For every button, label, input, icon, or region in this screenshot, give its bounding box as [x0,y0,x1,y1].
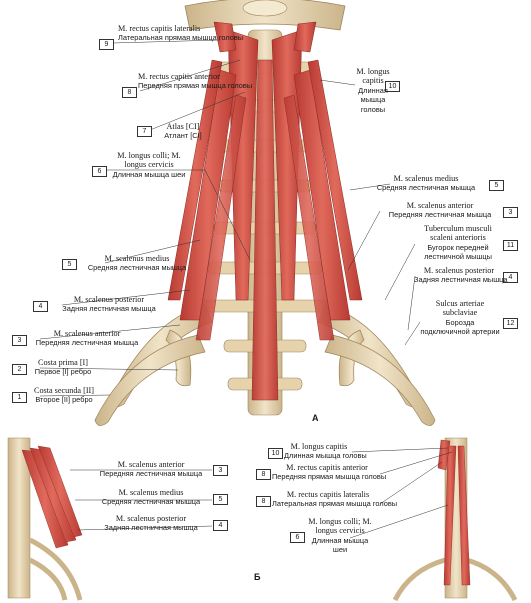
label-number: 3 [213,465,228,476]
label-latin: M. scalenus medius [393,174,459,183]
label-latin: M. scalenus anterior [53,329,121,338]
label-russian: Бугорок передней лестничной мышцы [424,242,492,262]
label-latin: M. longus capitis [290,442,348,451]
label-number: 4 [33,301,48,312]
label-latin: M. scalenus anterior [406,201,474,210]
label-russian: Борозда подключичной артерии [420,317,500,337]
label-latin: Atlas [CI] [166,122,200,131]
label-number: 7 [137,126,152,137]
label-number: 8 [122,87,137,98]
label-russian: Передняя прямая мышца головы [138,81,253,91]
label-latin: Tuberculum musculi scaleni anterioris [424,224,492,243]
panel-marker-b: Б [254,572,261,582]
label-russian: Длинная мышца шеи [112,169,186,179]
label-latin: M. rectus capitis anterior [286,463,368,472]
mini-figure-right [349,437,518,602]
label-number: 11 [503,240,518,251]
label-number: 3 [503,207,518,218]
label-russian: Второе [II] ребро [35,395,93,405]
skull-base [184,0,346,31]
label-russian: Передняя лестничная мышца [99,469,203,479]
label-russian: Передняя лестничная мышца [388,210,492,220]
label-number: 5 [62,259,77,270]
label-number: 1 [12,392,27,403]
label-russian: Средняя лестничная мышца [87,263,187,273]
label-latin: M. rectus capitis lateralis [118,24,201,33]
label-russian: Длинная мышца головы [284,451,367,461]
label-number: 5 [489,180,504,191]
label-russian: Средняя лестничная мышца [376,183,476,193]
label-latin: M. scalenus anterior [117,460,185,469]
leader-lines [39,39,421,397]
label-latin: M. rectus capitis lateralis [286,490,370,499]
label-russian: Длинная мышца шеи [311,535,369,555]
label-number: 3 [12,335,27,346]
label-latin: M. scalenus medius [104,254,170,263]
label-latin: M. longus colli; M. longus cervicis [308,517,372,536]
label-number: 10 [268,448,283,459]
label-latin: Sulcus arteriae subclaviae [435,299,485,318]
label-latin: M. scalenus posterior [73,295,145,304]
muscles-main [167,21,363,401]
label-number: 6 [290,532,305,543]
label-latin: M. rectus capitis anterior [138,72,220,81]
label-latin: M. longus capitis [356,67,390,86]
label-latin: Costa prima [I] [37,358,89,367]
label-number: 4 [503,272,518,283]
label-number: 5 [213,494,228,505]
label-number: 4 [213,520,228,531]
label-russian: Передняя прямая мышца головы [272,472,387,482]
panel-marker-a: А [312,413,319,423]
label-russian: Передняя лестничная мышца [35,338,139,348]
label-russian: Латеральная прямая мышца головы [118,33,244,43]
label-number: 6 [92,166,107,177]
label-latin: M. scalenus posterior [115,514,187,523]
label-latin: M. scalenus posterior [423,266,495,275]
label-number: 10 [385,81,400,92]
label-russian: Атлант [CI] [164,131,202,141]
label-latin: M. longus colli; M. longus cervicis [117,151,181,170]
mini-figure-left [7,437,213,601]
label-russian: Первое [I] ребро [34,367,92,377]
label-latin: M. scalenus medius [118,488,184,497]
label-number: 8 [256,496,271,507]
label-russian: Средняя лестничная мышца [101,497,201,507]
ribs [94,304,436,426]
label-number: 2 [12,364,27,375]
label-russian: Задняя лестничная мышца [414,275,508,285]
label-russian: Задняя лестничная мышца [104,523,198,533]
label-number: 12 [503,318,518,329]
label-number: 8 [256,469,271,480]
label-russian: Латеральная прямая мышца головы [272,499,398,509]
label-russian: Длинная мышца головы [358,85,388,114]
label-russian: Задняя лестничная мышца [62,304,156,314]
label-latin: Costa secunda [II] [33,386,95,395]
label-number: 9 [99,39,114,50]
